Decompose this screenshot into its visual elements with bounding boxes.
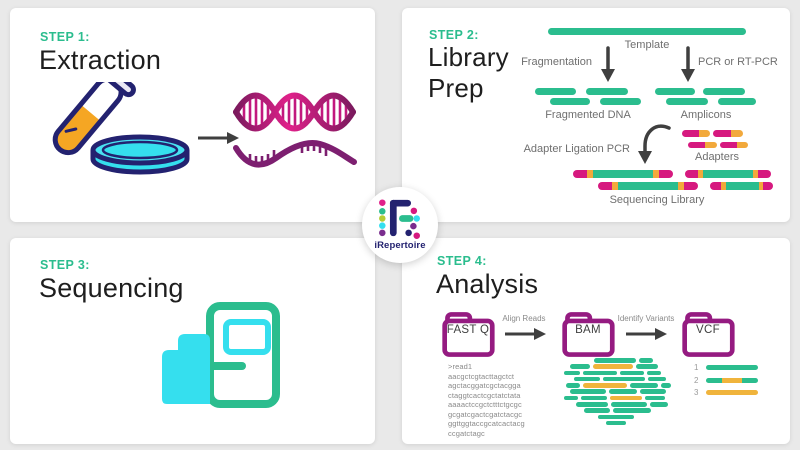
step1-title: Extraction	[39, 45, 162, 75]
panel-extraction: STEP 1: Extraction	[10, 8, 375, 222]
adapters-label: Adapters	[694, 151, 740, 163]
bam-pileup	[564, 358, 676, 427]
bam-folder-icon: BAM	[560, 308, 616, 360]
step4-title: Analysis	[436, 269, 539, 299]
template-label: Template	[624, 39, 670, 51]
amplicons-label: Amplicons	[680, 109, 732, 121]
fastq-folder-icon: FAST Q	[440, 308, 496, 360]
extraction-arrow-icon	[198, 132, 239, 144]
vcf-folder-icon: VCF	[680, 308, 736, 360]
step2-label: STEP 2:	[429, 28, 479, 42]
step3-title: Sequencing	[39, 273, 184, 303]
fragmentation-arrow-icon	[601, 46, 615, 82]
brand-logo-icon	[379, 199, 420, 239]
vcf-folder-label: VCF	[696, 324, 720, 336]
step2-title-line2: Prep	[428, 73, 484, 104]
adapters-graphic	[680, 130, 752, 152]
brand-name: iRepertoire	[374, 240, 426, 251]
test-tube-petri-dish-icon	[52, 82, 190, 175]
panel-analysis: STEP 4: Analysis FAST Q Align Reads BAM …	[402, 238, 790, 444]
step2-title-line1: Library	[428, 42, 509, 72]
step4-label: STEP 4:	[437, 254, 487, 268]
panel-library-prep: STEP 2: Library Prep Template Fragmentat…	[402, 8, 790, 222]
brand-logo: iRepertoire	[362, 187, 438, 263]
dna-icon	[233, 92, 357, 168]
ligation-curved-arrow-icon	[638, 124, 671, 164]
fragmented-dna-graphic	[532, 88, 644, 108]
sequencing-library-graphic	[570, 170, 776, 194]
panel-sequencing: STEP 3: Sequencing	[10, 238, 375, 444]
sequencing-library-label: Sequencing Library	[609, 194, 705, 206]
step2-title: Library Prep	[428, 42, 509, 104]
bam-folder-label: BAM	[575, 324, 601, 336]
fastq-folder-label: FAST Q	[446, 324, 490, 336]
amplicons-graphic	[652, 88, 760, 108]
identify-variants-label: Identify Variants	[617, 314, 675, 323]
align-reads-label: Align Reads	[502, 314, 546, 323]
fragmented-dna-label: Fragmented DNA	[545, 109, 631, 121]
sequencer-machine-icon	[162, 302, 280, 408]
pcr-label: PCR or RT-PCR	[698, 56, 778, 68]
step1-label: STEP 1:	[40, 30, 90, 44]
pcr-arrow-icon	[681, 46, 695, 82]
align-reads-arrow-icon	[505, 328, 546, 340]
step3-label: STEP 3:	[40, 258, 90, 272]
fragmentation-label: Fragmentation	[521, 56, 592, 68]
adapter-ligation-label: Adapter Ligation PCR	[523, 143, 630, 155]
identify-variants-arrow-icon	[626, 328, 667, 340]
template-bar	[548, 28, 746, 35]
